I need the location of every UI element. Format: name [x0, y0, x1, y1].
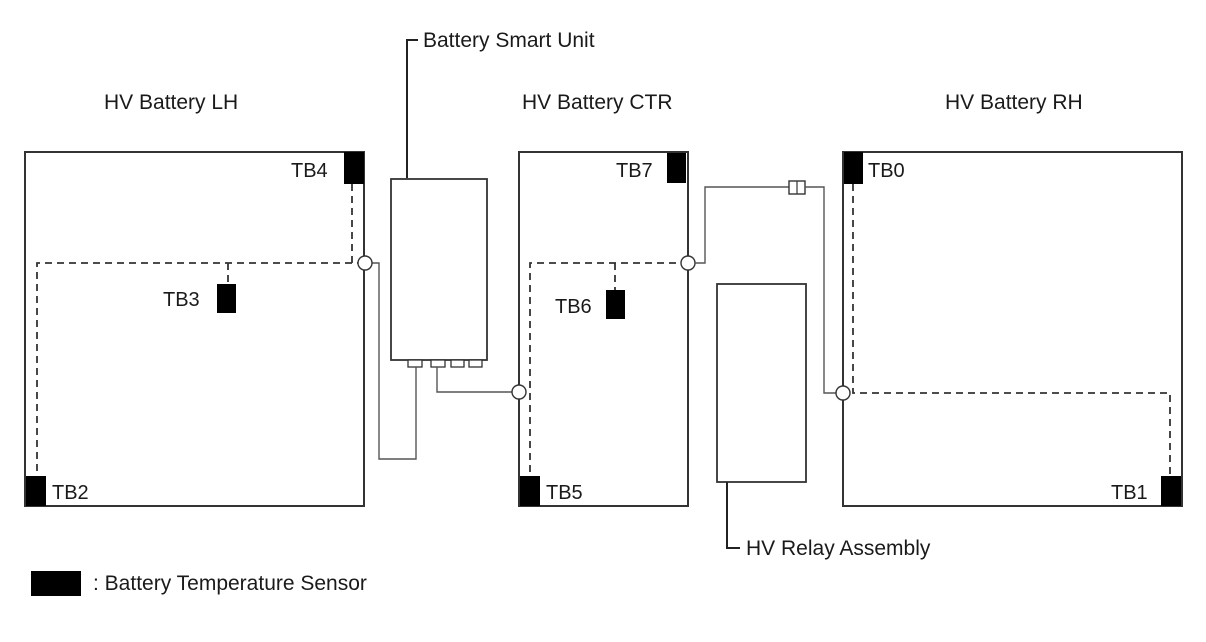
tb2-label: TB2 — [52, 482, 89, 504]
relay-leader-line — [726, 482, 740, 549]
tb7-sensor — [667, 153, 686, 183]
rh-harness-joint — [835, 385, 851, 401]
tb3-sensor — [217, 284, 236, 313]
hv-battery-ctr-title: HV Battery CTR — [522, 91, 673, 114]
tb5-label: TB5 — [546, 482, 583, 504]
legend-text: : Battery Temperature Sensor — [93, 572, 367, 595]
tb4-sensor — [344, 152, 364, 184]
wire-lh-to-smart-unit — [371, 262, 417, 460]
tb7-label: TB7 — [616, 160, 653, 182]
hv-battery-rh-title: HV Battery RH — [945, 91, 1083, 114]
battery-smart-unit-label: Battery Smart Unit — [423, 29, 595, 52]
ctr-dashed-harness — [529, 262, 688, 476]
hv-relay-assembly-box — [716, 283, 807, 483]
tb5-sensor — [520, 476, 540, 506]
tb0-label: TB0 — [868, 160, 905, 182]
tb1-label: TB1 — [1111, 482, 1148, 504]
smart-unit-connector-1 — [407, 359, 423, 368]
hv-battery-ctr-box — [518, 151, 689, 507]
hv-relay-assembly-label: HV Relay Assembly — [746, 537, 931, 560]
rh-dashed-harness — [852, 184, 1171, 476]
smart-unit-connector-3 — [450, 359, 465, 368]
ctr-upper-harness-joint — [680, 255, 696, 271]
smart-unit-connector-4 — [468, 359, 483, 368]
tb0-sensor — [844, 152, 863, 184]
legend-sensor-swatch — [31, 571, 81, 596]
tb6-sensor — [606, 290, 625, 319]
battery-smart-unit-box — [390, 178, 488, 361]
wire-ctr-to-rh — [695, 186, 789, 264]
tb6-label: TB6 — [555, 296, 592, 318]
smart-unit-leader-line — [406, 39, 418, 178]
hv-battery-lh-box — [24, 151, 365, 507]
wire-connector-to-rh — [805, 186, 836, 394]
lh-dashed-harness-main — [36, 262, 352, 476]
tb4-label: TB4 — [291, 160, 328, 182]
tb2-sensor — [26, 476, 46, 506]
smart-unit-connector-2 — [430, 359, 446, 368]
tb1-sensor — [1161, 476, 1181, 506]
ctr-lower-harness-joint — [511, 384, 527, 400]
hv-battery-lh-title: HV Battery LH — [104, 91, 238, 114]
wire-smart-unit-to-ctr — [436, 367, 513, 393]
lh-harness-joint — [357, 255, 373, 271]
tb3-label: TB3 — [163, 289, 200, 311]
hv-battery-rh-box — [842, 151, 1183, 507]
